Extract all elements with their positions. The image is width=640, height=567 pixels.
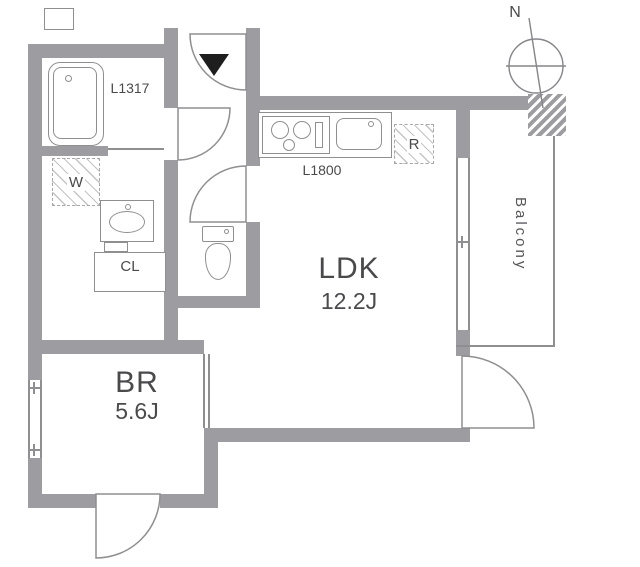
wall: [164, 28, 178, 108]
bathtub-icon: [48, 62, 104, 146]
kitchen-size-label: L1800: [302, 162, 342, 178]
br-size-label: 5.6J: [115, 398, 159, 424]
wall: [204, 428, 470, 442]
wall: [456, 110, 470, 158]
vanity-step: [104, 242, 128, 252]
br-sliding-door: [203, 354, 205, 428]
compass-north-label: N: [509, 4, 521, 21]
closet-box: [94, 252, 166, 292]
toilet-bowl: [205, 243, 231, 280]
entrance-arrow-icon: [199, 54, 229, 76]
wall: [42, 340, 204, 354]
wall: [246, 96, 260, 166]
pipe-shaft: [44, 8, 74, 30]
window-line: [28, 380, 30, 458]
vanity-sink-icon: [100, 200, 154, 242]
toilet-icon: [202, 226, 234, 242]
kitchen-sink-icon: [336, 118, 382, 150]
stove-icon: [262, 116, 330, 154]
wall: [246, 96, 462, 110]
hall-door-arc: [189, 165, 247, 223]
balcony-sliding-door: [468, 158, 470, 330]
faucet-icon: [368, 121, 374, 127]
compass-icon: [506, 17, 566, 109]
wall: [164, 160, 178, 340]
wall: [456, 330, 470, 356]
br-exterior-door-arc: [95, 493, 161, 559]
window-tick: [28, 382, 40, 394]
refrigerator-space-label: R: [406, 135, 422, 153]
terrace-door-arc: [461, 355, 535, 429]
wall: [462, 96, 534, 110]
closet-label: CL: [120, 258, 140, 275]
wall: [160, 494, 218, 508]
toilet-button: [224, 229, 229, 234]
washroom-door-arc: [177, 107, 231, 161]
wall: [204, 442, 218, 508]
balcony-label: Balcony: [512, 196, 529, 272]
washer-space: W: [52, 158, 100, 206]
balcony-sliding-door: [456, 158, 458, 330]
partition-hatch: [528, 94, 566, 136]
window-tick: [456, 236, 468, 248]
wall: [178, 296, 260, 308]
balcony-edge: [456, 345, 555, 347]
br-sliding-door: [208, 354, 210, 428]
wall: [246, 28, 260, 96]
wall: [28, 44, 178, 58]
br-name-label: BR: [115, 366, 159, 399]
window-tick: [28, 444, 40, 456]
bath-door-line: [108, 148, 164, 150]
wall: [28, 44, 42, 380]
wall: [28, 494, 96, 508]
ldk-name-label: LDK: [318, 252, 380, 285]
wall: [246, 222, 260, 308]
ldk-size-label: 12.2J: [320, 288, 378, 314]
bath-size-label: L1317: [110, 80, 150, 96]
refrigerator-space: R: [394, 124, 434, 164]
window-line: [40, 380, 42, 458]
washer-space-label: W: [66, 173, 86, 191]
wall: [42, 146, 108, 156]
balcony-edge: [553, 104, 555, 347]
